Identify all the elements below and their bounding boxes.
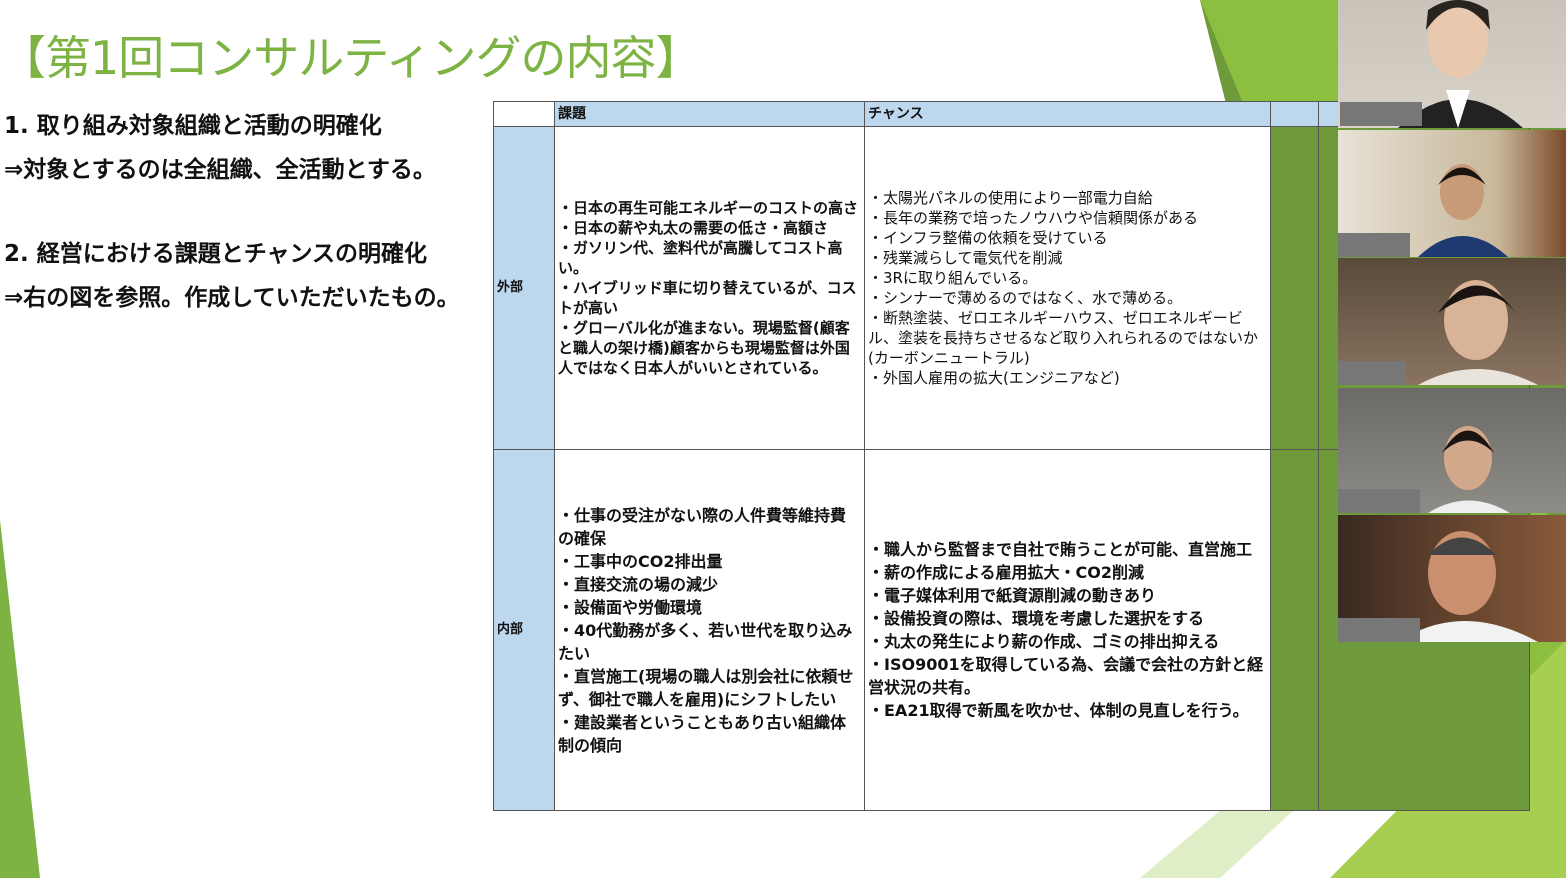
list-item: ・設備投資の際は、環境を考慮した選択をする	[868, 609, 1205, 628]
participant-name-label	[1338, 233, 1410, 257]
list-item: ・電子媒体利用で紙資源削減の動きあり	[868, 586, 1157, 605]
participant-avatar	[1418, 280, 1538, 385]
list-item: ・設備面や労働環境	[558, 597, 703, 617]
list-item: ・ハイブリッド車に切り替えているが、コストが高い	[558, 279, 857, 317]
slide-title: 【第1回コンサルティングの内容】	[0, 31, 702, 85]
list-item: ・グローバル化が進まない。現場監督(顧客と職人の架け橋)顧客からも現場監督は外国…	[558, 319, 850, 377]
list-item: ・薪の作成による雇用拡大・CO2削減	[868, 563, 1144, 582]
list-item: ・職人から監督まで自社で賄うことが可能、直営施工	[868, 540, 1253, 559]
list-item: ・太陽光パネルの使用により一部電力自給	[868, 189, 1153, 207]
row-label: 内部	[493, 449, 555, 811]
list-item: ・EA21取得で新風を吹かせ、体制の見直しを行う。	[868, 701, 1249, 720]
list-item: ・仕事の受注がない際の人件費等維持費の確保	[558, 505, 847, 548]
list-item: ・建設業者ということもあり古い組織体制の傾向	[558, 712, 847, 755]
list-item: ・インフラ整備の依頼を受けている	[868, 229, 1108, 247]
list-item: ・直接交流の場の減少	[558, 574, 719, 594]
list-item: ・外国人雇用の拡大(エンジニアなど)	[868, 369, 1120, 387]
participant-name-label	[1338, 618, 1420, 642]
chances-cell: ・職人から監督まで自社で賄うことが可能、直営施工 ・薪の作成による雇用拡大・CO…	[864, 449, 1271, 811]
list-item: ・工事中のCO2排出量	[558, 551, 723, 571]
participant-avatar	[1398, 0, 1523, 128]
list-item: ・断熱塗装、ゼロエネルギーハウス、ゼロエネルギービル、塗装を長持ちさせるなど取り…	[868, 309, 1259, 367]
point-1: 1. 取り組み対象組織と活動の明確化	[4, 113, 382, 139]
participant-avatar	[1418, 164, 1508, 257]
point-2-answer: ⇒右の図を参照。作成していただいたもの。	[4, 285, 460, 311]
slide-bullets: 1. 取り組み対象組織と活動の明確化 ⇒対象とするのは全組織、全活動とする。 2…	[4, 108, 484, 324]
issues-cell: ・日本の再生可能エネルギーのコストの高さ ・日本の薪や丸太の需要の低さ・高額さ …	[554, 126, 865, 450]
list-item: ・長年の業務で培ったノウハウや信頼関係がある	[868, 209, 1199, 227]
list-item: ・残業減らして電気代を削減	[868, 249, 1063, 267]
participant-avatar	[1428, 426, 1510, 513]
list-item: ・40代勤務が多く、若い世代を取り込みたい	[558, 620, 853, 663]
chances-cell: ・太陽光パネルの使用により一部電力自給 ・長年の業務で培ったノウハウや信頼関係が…	[864, 126, 1271, 450]
issues-cell: ・仕事の受注がない際の人件費等維持費の確保 ・工事中のCO2排出量 ・直接交流の…	[554, 449, 865, 811]
header-issues: 課題	[554, 101, 865, 127]
list-item: ・ガソリン代、塗料代が高騰してコスト高い。	[558, 239, 843, 277]
participant-name-label	[1338, 489, 1420, 513]
list-item: ・ISO9001を取得している為、会議で会社の方針と経営状況の共有。	[868, 655, 1264, 697]
list-item: ・日本の再生可能エネルギーのコストの高さ	[558, 199, 859, 217]
participant-video-tile[interactable]	[1338, 0, 1566, 128]
participant-name-label	[1340, 102, 1422, 126]
participant-avatar	[1398, 531, 1538, 642]
participant-video-tile[interactable]	[1338, 258, 1566, 385]
point-2: 2. 経営における課題とチャンスの明確化	[4, 241, 428, 267]
point-1-answer: ⇒対象とするのは全組織、全活動とする。	[4, 157, 436, 183]
header-chances: チャンス	[864, 101, 1271, 127]
row-label: 外部	[493, 126, 555, 450]
list-item: ・3Rに取り組んでいる。	[868, 269, 1038, 287]
list-item: ・直営施工(現場の職人は別会社に依頼せず、御社で職人を雇用)にシフトしたい	[558, 666, 854, 709]
participant-video-tile[interactable]	[1338, 515, 1566, 642]
participant-video-tile[interactable]	[1338, 388, 1566, 513]
list-item: ・シンナーで薄めるのではなく、水で薄める。	[868, 289, 1183, 307]
list-item: ・日本の薪や丸太の需要の低さ・高額さ	[558, 219, 829, 237]
participant-name-label	[1338, 361, 1406, 385]
list-item: ・丸太の発生により薪の作成、ゴミの排出抑える	[868, 632, 1220, 651]
participant-video-tile[interactable]	[1338, 130, 1566, 257]
